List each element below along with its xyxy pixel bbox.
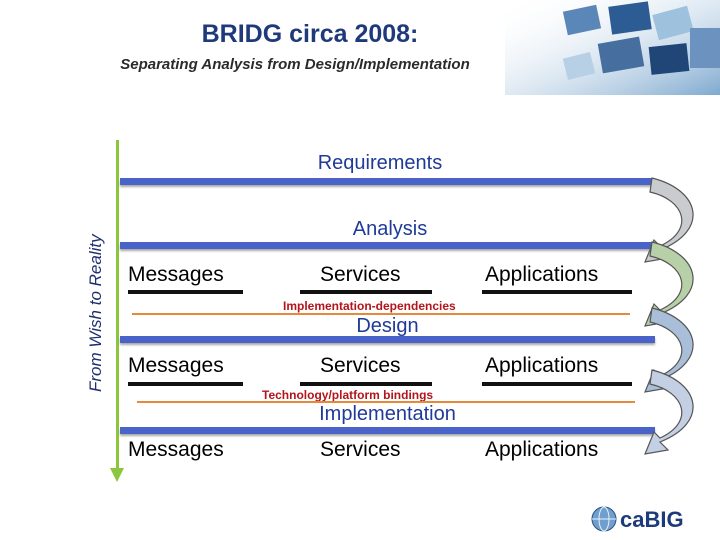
level-requirements: Requirements — [317, 152, 443, 174]
curved-arrow-icon — [644, 177, 694, 263]
curved-arrow-icon — [644, 307, 694, 393]
logo-text: caBIG — [620, 507, 684, 532]
row2-messages-underline — [128, 382, 243, 386]
level-implementation: Implementation — [319, 403, 456, 425]
band-analysis — [120, 242, 655, 249]
note-technology-bindings: Technology/platform bindings — [262, 388, 434, 402]
orange-divider-2 — [137, 401, 635, 403]
progress-arrow-shaft — [116, 140, 119, 470]
cabig-logo: caBIG — [590, 505, 720, 537]
globe-icon — [591, 506, 617, 532]
note-implementation-dependencies: Implementation-dependencies — [283, 299, 456, 313]
row1-services-underline — [300, 290, 432, 294]
row2-messages: Messages — [128, 354, 224, 377]
band-implementation — [120, 427, 655, 434]
banner-image — [505, 0, 720, 95]
row1-applications: Applications — [485, 263, 599, 286]
cycle-arrows — [644, 177, 694, 455]
row3-applications: Applications — [485, 438, 599, 461]
row1-messages: Messages — [128, 263, 224, 286]
page-title: BRIDG circa 2008: — [201, 20, 419, 48]
row1-applications-underline — [482, 290, 632, 294]
row2-services: Services — [320, 354, 401, 377]
side-label: From Wish to Reality — [86, 234, 105, 392]
orange-divider-1 — [132, 313, 630, 315]
arrow-down-icon — [110, 468, 124, 482]
band-requirements — [120, 178, 655, 185]
row1-messages-underline — [128, 290, 243, 294]
row3-services: Services — [320, 438, 401, 461]
level-analysis: Analysis — [352, 218, 428, 240]
row2-services-underline — [300, 382, 432, 386]
curved-arrow-icon — [644, 369, 694, 455]
row3-messages: Messages — [128, 438, 224, 461]
row1-services: Services — [320, 263, 401, 286]
row2-applications-underline — [482, 382, 632, 386]
page-subtitle: Separating Analysis from Design/Implemen… — [120, 56, 470, 73]
level-design: Design — [356, 315, 419, 337]
banner-mosaic-icon — [505, 0, 720, 95]
row2-applications: Applications — [485, 354, 599, 377]
band-design — [120, 336, 655, 343]
